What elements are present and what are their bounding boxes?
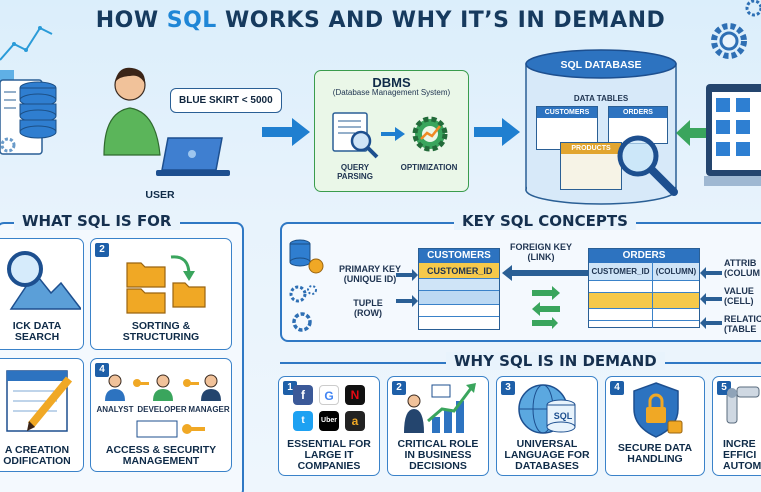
demand-card-universal: 3 SQL UNIVERSAL LANGUAGE FOR DATABASES xyxy=(496,376,598,476)
key-concepts-title: KEY SQL CONCEPTS xyxy=(454,212,636,230)
role-analyst: ANALYST xyxy=(96,405,134,414)
demand-card-secure: 4 SECURE DATA HANDLING xyxy=(605,376,705,476)
user-label: USER xyxy=(145,189,175,201)
role-manager: MANAGER xyxy=(188,405,230,414)
edit-document-icon xyxy=(6,370,73,432)
relation-label: RELATIO (TABLE xyxy=(724,314,761,334)
query-parsing-icon xyxy=(332,112,379,159)
why-sql-title: WHY SQL IS IN DEMAND xyxy=(446,352,665,370)
customers-table: CUSTOMERS CUSTOMER_ID xyxy=(418,248,500,330)
pointer-arrows xyxy=(700,267,722,329)
demand-label: ESSENTIAL FOR LARGE IT COMPANIES xyxy=(287,438,371,472)
data-tables-label: DATA TABLES xyxy=(573,94,629,103)
flow-arrow xyxy=(474,118,520,146)
globe-database-icon xyxy=(518,384,576,434)
flow-arrow xyxy=(262,118,310,146)
product-monitor-icon xyxy=(704,84,761,186)
dbms-subtitle: (Database Management System) xyxy=(332,88,451,97)
pointer-arrows xyxy=(396,269,418,307)
sql-badge: SQL xyxy=(553,411,573,421)
optimization-gear-icon xyxy=(412,116,448,152)
table-row xyxy=(419,305,499,317)
database-title: SQL DATABASE xyxy=(560,59,642,71)
google-icon: G xyxy=(319,385,339,405)
demand-card-automation: 5 INCRE EFFICI AUTOM xyxy=(712,376,761,476)
orders-table: ORDERS CUSTOMER_ID (COLUMN) xyxy=(588,248,700,328)
twitter-icon: t xyxy=(293,411,313,431)
tuple-label: TUPLE (ROW) xyxy=(353,298,383,318)
demand-label: UNIVERSAL LANGUAGE FOR DATABASES xyxy=(504,438,590,472)
feature-card-creation: A CREATION ODIFICATION xyxy=(0,358,84,472)
feature-card-sorting: 2 SORTING & STRUCTURING xyxy=(90,238,232,350)
feature-label: ACCESS & SECURITY MANAGEMENT xyxy=(105,444,217,467)
orders-header: ORDERS xyxy=(589,249,699,263)
table-row xyxy=(419,291,499,305)
page-title: HOW SQL WORKS AND WHY IT’S IN DEMAND xyxy=(95,8,666,33)
flow-arrow xyxy=(676,120,710,146)
feature-label: ICK DATA SEARCH xyxy=(12,320,62,343)
facebook-icon: f xyxy=(293,385,313,405)
flow-arrow xyxy=(381,127,405,141)
attribute-label: ATTRIB (COLUM xyxy=(724,258,760,278)
column-divider xyxy=(652,262,653,328)
concept-icons xyxy=(289,239,324,332)
query-parsing-label: QUERY PARSING xyxy=(337,163,373,181)
search-mountain-icon xyxy=(7,251,81,310)
what-sql-is-for-title: WHAT SQL IS FOR xyxy=(14,212,180,230)
demand-label: INCRE EFFICI AUTOM xyxy=(723,439,761,472)
feature-card-access: 4 ANALYST DEVELOPER MANAGER ACCESS & SEC… xyxy=(90,358,232,472)
query-bubble: BLUE SKIRT < 5000 xyxy=(170,88,282,113)
folders-icon xyxy=(126,255,206,314)
demand-label: SECURE DATA HANDLING xyxy=(617,442,693,465)
amazon-icon: a xyxy=(345,411,365,431)
customers-header: CUSTOMERS xyxy=(419,249,499,263)
feature-card-search: ICK DATA SEARCH xyxy=(0,238,84,350)
primary-key-label: PRIMARY KEY (UNIQUE ID) xyxy=(338,264,401,284)
customer-id-cell: CUSTOMER_ID xyxy=(419,263,499,279)
magnifier-icon xyxy=(617,135,678,196)
table-row xyxy=(589,281,699,293)
table-row xyxy=(589,293,699,309)
netflix-icon: N xyxy=(345,385,365,405)
business-growth-icon xyxy=(404,383,476,433)
user-illustration xyxy=(103,67,230,176)
value-label: VALUE (CELL) xyxy=(724,286,754,306)
gear-icon xyxy=(711,23,747,59)
products-table-icon: PRODUCTS xyxy=(560,142,622,190)
table-row xyxy=(589,309,699,321)
optimization-label: OPTIMIZATION xyxy=(400,163,458,172)
shield-lock-icon xyxy=(633,382,683,438)
role-developer: DEVELOPER xyxy=(137,405,187,414)
orders-column-row: CUSTOMER_ID (COLUMN) xyxy=(589,263,699,281)
link-arrows xyxy=(502,265,588,329)
demand-label: CRITICAL ROLE IN BUSINESS DECISIONS xyxy=(397,438,479,472)
robot-arm-icon xyxy=(726,386,760,424)
growth-chart-icon xyxy=(0,26,57,155)
demand-card-it-companies: 1 f G N t Uber a ESSENTIAL FOR LARGE IT … xyxy=(278,376,380,476)
foreign-key-label: FOREIGN KEY (LINK) xyxy=(509,242,572,262)
feature-label: A CREATION ODIFICATION xyxy=(3,444,71,467)
feature-label: SORTING & STRUCTURING xyxy=(122,320,200,343)
demand-card-business: 2 CRITICAL ROLE IN BUSINESS DECISIONS xyxy=(387,376,489,476)
uber-icon: Uber xyxy=(319,411,339,431)
roles-access-icon xyxy=(105,374,221,438)
gear-icon xyxy=(745,0,761,17)
dbms-box: DBMS (Database Management System) QUERY … xyxy=(314,70,469,192)
table-row xyxy=(419,279,499,291)
dbms-title: DBMS xyxy=(372,75,411,90)
